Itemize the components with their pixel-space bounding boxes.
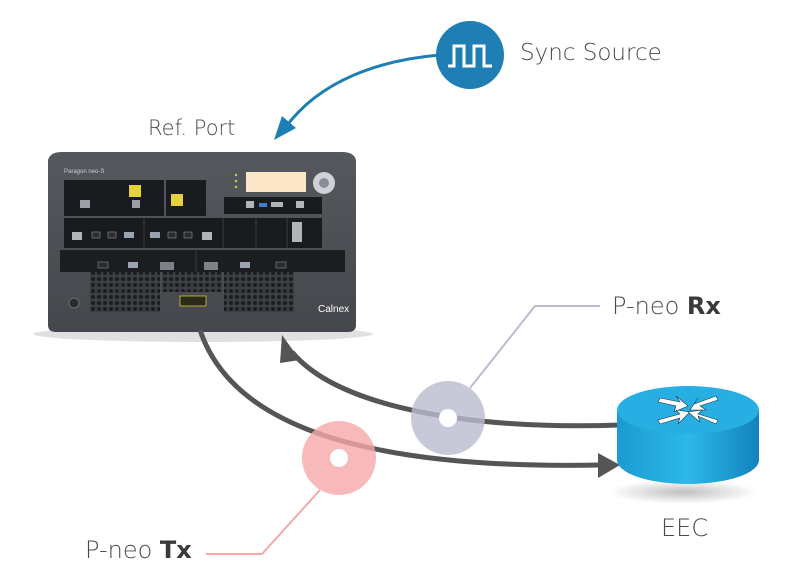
sync-arrow: [274, 53, 441, 140]
eec-label: EEC: [661, 514, 709, 542]
paragon-neo-device: Paragon neo-S: [33, 152, 373, 342]
tx-path-arrow: [197, 329, 620, 478]
p-neo-rx-label: P-neo Rx: [612, 292, 721, 320]
tx-bold: Tx: [159, 536, 192, 564]
router-arrows-icon: [657, 395, 719, 425]
rx-prefix: P-neo: [612, 292, 687, 320]
sync-source-label: Sync Source: [520, 40, 662, 66]
tx-probe: [206, 421, 376, 555]
device-model-text: Paragon neo-S: [64, 169, 104, 175]
rx-probe: [411, 305, 600, 455]
rx-bold: Rx: [686, 292, 721, 320]
p-neo-tx-label: P-neo Tx: [85, 536, 192, 564]
sync-source-node: [436, 21, 504, 89]
calnex-logo: Calnex: [318, 304, 349, 315]
ref-port-label: Ref. Port: [148, 116, 236, 140]
square-wave-icon: [448, 44, 492, 68]
tx-prefix: P-neo: [85, 536, 160, 564]
eec-router: [608, 386, 759, 504]
